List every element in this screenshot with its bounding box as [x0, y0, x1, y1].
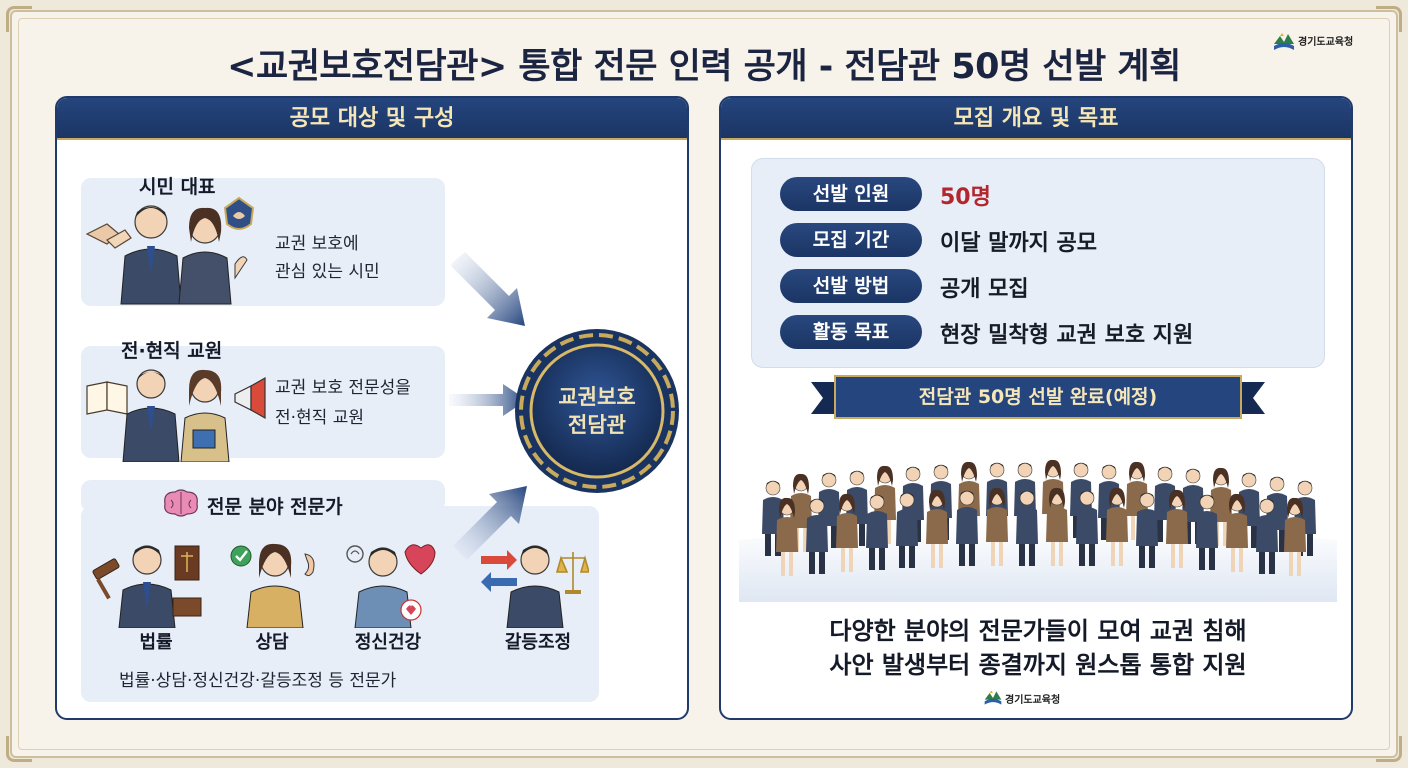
expert-label-law: 법률: [139, 632, 173, 653]
expert-label-mental-health: 정신건강: [354, 632, 422, 653]
row-value-goal: 현장 밀착형 교권 보호 지원: [940, 323, 1194, 348]
citizen-label: 시민 대표: [139, 176, 216, 198]
teacher-protection-badge: 교권보호 전담관: [512, 326, 682, 496]
arrow-icon: [451, 252, 525, 326]
panel-header: 공모 대상 및 구성: [57, 98, 687, 140]
arrow-icon: [453, 486, 527, 560]
recruitment-overview-panel: 모집 개요 및 목표 선발 인원 50명 모집 기간 이달 말까지 공모 선발 …: [719, 96, 1353, 720]
citizen-illustration: [85, 196, 255, 305]
row-key-goal: 활동 목표: [780, 315, 922, 349]
row-key-method: 선발 방법: [780, 269, 922, 303]
corner-ornament: [6, 736, 32, 762]
teacher-label: 전·현직 교원: [121, 340, 223, 362]
selection-ribbon: 전담관 50명 선발 완료(예정): [811, 374, 1265, 422]
crowd-illustration: [739, 459, 1337, 602]
counseling-expert-illustration: [230, 543, 315, 628]
inner-frame: [18, 18, 1390, 750]
citizen-desc-line1: 교권 보호에: [275, 234, 359, 254]
ribbon-shape: [811, 375, 1265, 419]
bottom-message-line1: 다양한 분야의 전문가들이 모여 교권 침해: [829, 617, 1247, 645]
logo-text: 경기도교육청: [1298, 37, 1354, 48]
ribbon-text: 전담관 50명 선발 완료(예정): [918, 386, 1158, 408]
experts-label: 전문 분야 전문가: [207, 496, 343, 518]
row-value-headcount: 50명: [940, 185, 991, 210]
teacher-illustration: [86, 369, 266, 462]
row-key-period: 모집 기간: [780, 223, 922, 257]
badge-line2: 전담관: [568, 413, 626, 437]
law-expert-illustration: [92, 545, 202, 628]
expert-label-counseling: 상담: [255, 632, 289, 653]
row-value-period: 이달 말까지 공모: [940, 231, 1097, 256]
teacher-desc-line1: 교권 보호 전문성을: [275, 378, 411, 398]
recruitment-summary-box: 선발 인원 50명 모집 기간 이달 말까지 공모 선발 방법 공개 모집 활동…: [751, 158, 1325, 368]
logo-icon: [984, 690, 1002, 705]
bottom-message-line2: 사안 발생부터 종결까지 원스톱 통합 지원: [829, 651, 1247, 679]
logo-icon: [1274, 33, 1294, 50]
logo: 경기도교육청: [983, 688, 1103, 712]
row-value-method: 공개 모집: [940, 277, 1029, 302]
corner-ornament: [6, 6, 32, 32]
expert-label-mediation: 갈등조정: [504, 632, 572, 653]
panel-header: 모집 개요 및 목표: [721, 98, 1351, 140]
badge-icon: [515, 329, 679, 493]
logo: 경기도교육청: [1272, 30, 1372, 58]
corner-ornament: [1376, 736, 1402, 762]
experts-footer: 법률·상담·정신건강·갈등조정 등 전문가: [119, 671, 397, 691]
row-key-headcount: 선발 인원: [780, 177, 922, 211]
badge-line1: 교권보호: [558, 385, 636, 409]
brain-icon: [164, 489, 198, 517]
mediation-expert-illustration: [481, 545, 589, 628]
corner-ornament: [1376, 6, 1402, 32]
badge-text: 교권보호 전담관: [512, 326, 682, 496]
citizen-desc-line2: 관심 있는 시민: [275, 262, 380, 282]
bottom-message: 다양한 분야의 전문가들이 모여 교권 침해 사안 발생부터 종결까지 원스톱 …: [721, 614, 1351, 682]
teacher-desc-line2: 전·현직 교원: [275, 408, 365, 428]
target-composition-panel: 공모 대상 및 구성 시민 대표 교권 보호에 관심 있는 시민 전·현직 교원…: [55, 96, 689, 720]
logo-text: 경기도교육청: [1005, 695, 1061, 706]
page-title: <교권보호전담관> 통합 전문 인력 공개 - 전담관 50명 선발 계획: [227, 47, 1181, 87]
mental-health-expert-illustration: [346, 544, 436, 628]
arrow-icon: [449, 384, 527, 416]
